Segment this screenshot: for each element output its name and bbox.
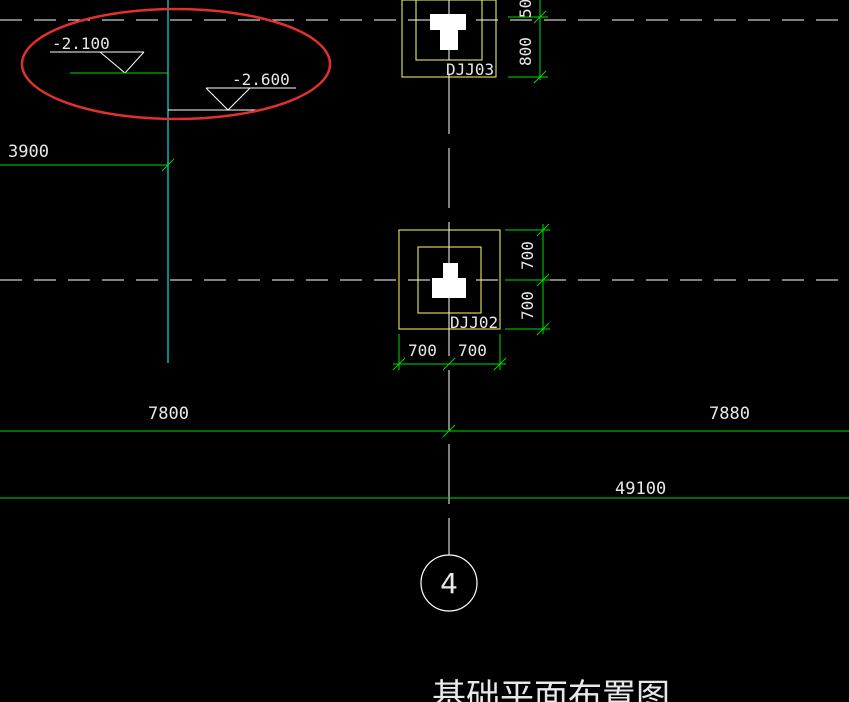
elevation-marker-upper: -2.100 <box>50 34 168 74</box>
dim-tick <box>442 424 456 438</box>
dim-tick <box>536 273 550 287</box>
dim-tick <box>536 223 550 237</box>
dim-3900-text: 3900 <box>8 142 49 162</box>
highlight-ellipse <box>20 7 332 121</box>
djj02-dim-bottom-left-text: 700 <box>408 341 437 360</box>
dim-49100-text: 49100 <box>615 479 666 499</box>
dim-tick <box>392 357 406 371</box>
djj02-dim-bottom-right-text: 700 <box>458 341 487 360</box>
axis-marker-4[interactable]: 4 <box>420 554 478 612</box>
djj02-dim-top-text: 700 <box>518 241 537 270</box>
djj03-dim-top-text: 50 <box>516 0 535 18</box>
dim-tick <box>533 10 547 24</box>
footing-djj03[interactable]: DJJ03 <box>401 0 497 79</box>
dim-7800-text: 7800 <box>148 404 189 424</box>
drawing-title: 基础平面布置图 <box>432 677 670 702</box>
footing-djj02[interactable]: DJJ02 <box>398 229 501 332</box>
elevation-lower-text: -2.600 <box>232 70 290 89</box>
dim-tick <box>533 70 547 84</box>
footing-djj03-label: DJJ03 <box>446 60 494 79</box>
footing-djj02-label: DJJ02 <box>450 313 498 332</box>
elevation-marker-lower: -2.600 <box>168 70 296 111</box>
dim-tick <box>493 357 507 371</box>
djj03-dim-bottom-text: 800 <box>516 37 535 66</box>
column-icon <box>432 263 466 298</box>
dim-7880-text: 7880 <box>709 404 750 424</box>
djj02-dim-bottom-text: 700 <box>518 291 537 320</box>
elevation-upper-text: -2.100 <box>52 34 110 53</box>
column-icon <box>430 14 466 50</box>
dim-tick <box>536 322 550 336</box>
axis-marker-number: 4 <box>440 567 458 600</box>
dim-tick <box>161 158 175 172</box>
dim-tick <box>442 357 456 371</box>
